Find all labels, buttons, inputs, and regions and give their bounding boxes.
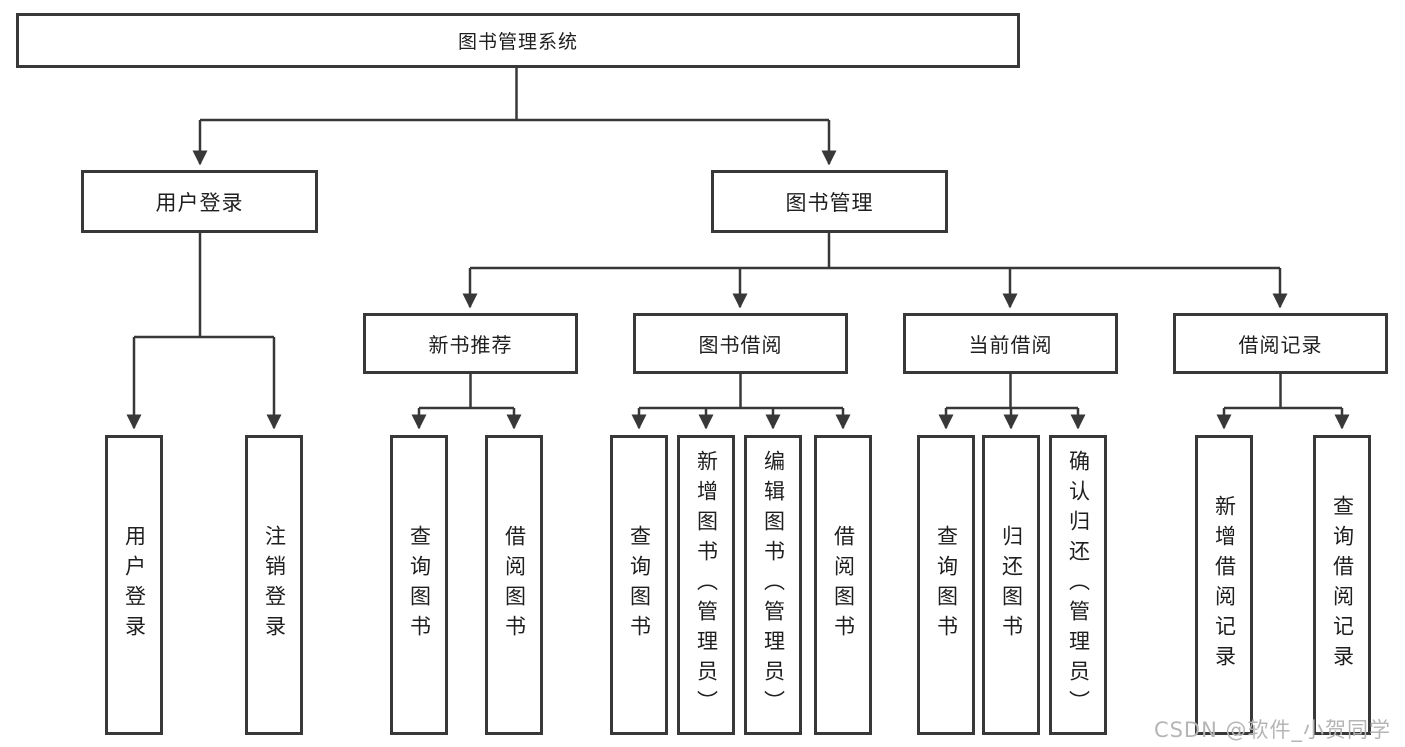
leaf-borrow-books: 借阅图书 <box>485 435 543 735</box>
leaf-label: 借阅图书 <box>831 525 856 645</box>
leaf-confirm-return-admin: 确认归还（管理员） <box>1049 435 1107 735</box>
leaf-add-borrow-record: 新增借阅记录 <box>1195 435 1253 735</box>
leaf-label: 注销登录 <box>262 525 287 645</box>
leaf-label: 新增图书（管理员） <box>694 450 719 720</box>
leaf-query-borrow-record: 查询借阅记录 <box>1313 435 1371 735</box>
node-user-login-branch: 用户登录 <box>81 170 318 233</box>
leaf-label: 归还图书 <box>999 525 1024 645</box>
leaf-label: 确认归还（管理员） <box>1066 450 1091 720</box>
leaf-label: 借阅图书 <box>502 525 527 645</box>
node-new-book-recommend: 新书推荐 <box>363 313 578 374</box>
leaf-label: 查询图书 <box>627 525 652 645</box>
leaf-label: 查询图书 <box>407 525 432 645</box>
leaf-label: 新增借阅记录 <box>1212 495 1237 675</box>
leaf-logout: 注销登录 <box>245 435 303 735</box>
leaf-query-books: 查询图书 <box>917 435 975 735</box>
leaf-label: 查询图书 <box>934 525 959 645</box>
leaf-edit-book-admin: 编辑图书（管理员） <box>744 435 802 735</box>
node-borrow-records: 借阅记录 <box>1173 313 1388 374</box>
leaf-label: 用户登录 <box>122 525 147 645</box>
csdn-watermark: CSDN @软件_小贺同学 <box>1153 718 1391 742</box>
node-book-borrow: 图书借阅 <box>633 313 848 374</box>
node-system-root: 图书管理系统 <box>16 13 1020 68</box>
leaf-add-book-admin: 新增图书（管理员） <box>677 435 735 735</box>
leaf-return-books: 归还图书 <box>982 435 1040 735</box>
leaf-label: 编辑图书（管理员） <box>761 450 786 720</box>
node-book-management-branch: 图书管理 <box>711 170 948 233</box>
leaf-label: 查询借阅记录 <box>1330 495 1355 675</box>
leaf-query-books: 查询图书 <box>610 435 668 735</box>
leaf-query-books: 查询图书 <box>390 435 448 735</box>
leaf-borrow-books: 借阅图书 <box>814 435 872 735</box>
leaf-user-login: 用户登录 <box>105 435 163 735</box>
node-current-borrow: 当前借阅 <box>903 313 1118 374</box>
